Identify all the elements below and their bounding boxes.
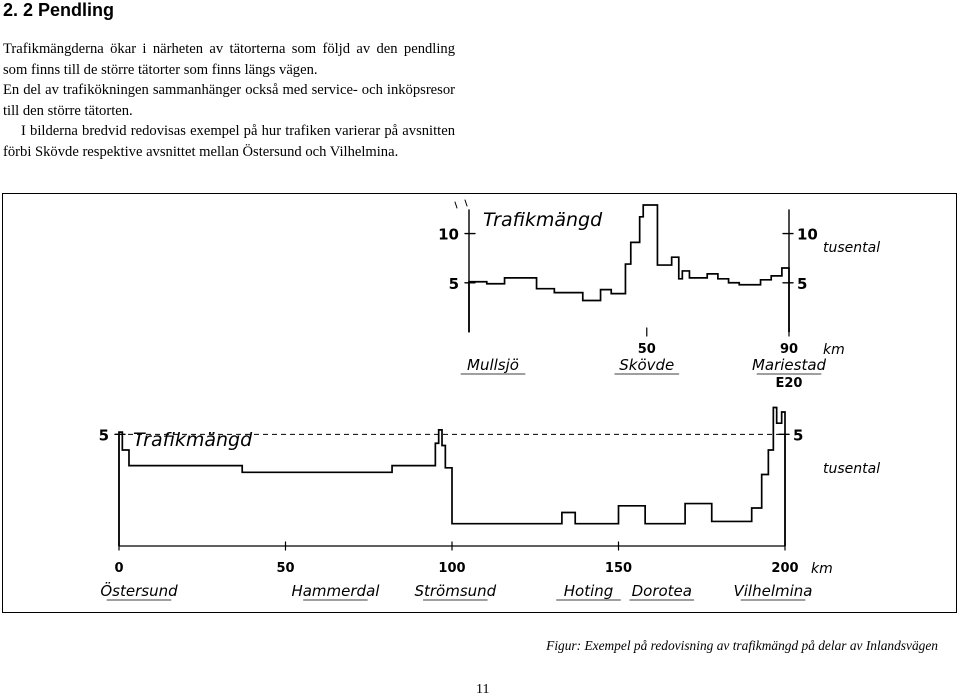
chart-bottom-xtick-label-3: 150 xyxy=(605,561,632,576)
chart-top-ytick-label-left-1: 5 xyxy=(449,275,459,293)
paragraph-1: Trafikmängderna ökar i närheten av tätor… xyxy=(3,41,455,78)
chart-top-xtick-label-0: 50 xyxy=(638,342,656,357)
chart-top-xtick-label-1: 90 xyxy=(780,342,798,357)
page-number: 11 xyxy=(476,682,490,697)
chart-top-y-unit: tusental xyxy=(823,240,880,256)
chart-bottom-place-0: Östersund xyxy=(100,581,178,600)
chart-top-place-0: Mullsjö xyxy=(467,356,519,374)
chart-top-traffic-steps xyxy=(468,204,790,332)
pencil-mark-2 xyxy=(464,199,468,207)
chart-bottom-xtick-label-0: 0 xyxy=(114,561,123,576)
chart-top-ytick-label-left-0: 10 xyxy=(438,226,459,244)
figure-caption: Figur: Exempel på redovisning av trafikm… xyxy=(546,638,938,653)
chart-bottom-place-3: Hoting xyxy=(564,582,614,600)
chart-bottom-xtick-label-1: 50 xyxy=(276,561,294,576)
chart-bottom-ytick-label-left-0: 5 xyxy=(99,426,109,444)
chart-bottom-place-5: Vilhelmina xyxy=(734,582,813,600)
chart-top-place-1: Skövde xyxy=(619,356,674,374)
chart-bottom-place-4: Dorotea xyxy=(632,582,692,600)
chart-bottom-traffic-steps xyxy=(118,406,786,546)
chart-bottom-place-1: Hammerdal xyxy=(291,582,380,600)
chart-top-ytick-label-right-1: 5 xyxy=(797,275,807,293)
chart-top-x-unit: km xyxy=(823,342,845,358)
chart-top-road-label: E20 xyxy=(776,376,803,391)
chart-bottom-x-unit: km xyxy=(811,561,833,577)
section-heading: 2. 2 Pendling xyxy=(3,0,115,20)
chart-bottom-title: Trafikmängd xyxy=(133,429,253,451)
chart-bottom-xtick-label-4: 200 xyxy=(771,561,798,576)
chart-bottom-place-2: Strömsund xyxy=(414,582,496,600)
chart-top-title: Trafikmängd xyxy=(483,209,603,231)
pencil-mark-1 xyxy=(454,201,458,209)
chart-bottom-xtick-label-2: 100 xyxy=(438,561,465,576)
paragraph-2: En del av trafikökningen sammanhänger oc… xyxy=(3,82,455,119)
chart-bottom-ytick-label-right-0: 5 xyxy=(793,426,803,444)
chart-top-place-2: Mariestad xyxy=(752,356,827,374)
chart-top-ytick-label-right-0: 10 xyxy=(797,226,818,244)
chart-bottom-y-unit: tusental xyxy=(823,461,880,477)
paragraph-3: I bilderna bredvid redovisas exempel på … xyxy=(3,123,455,160)
